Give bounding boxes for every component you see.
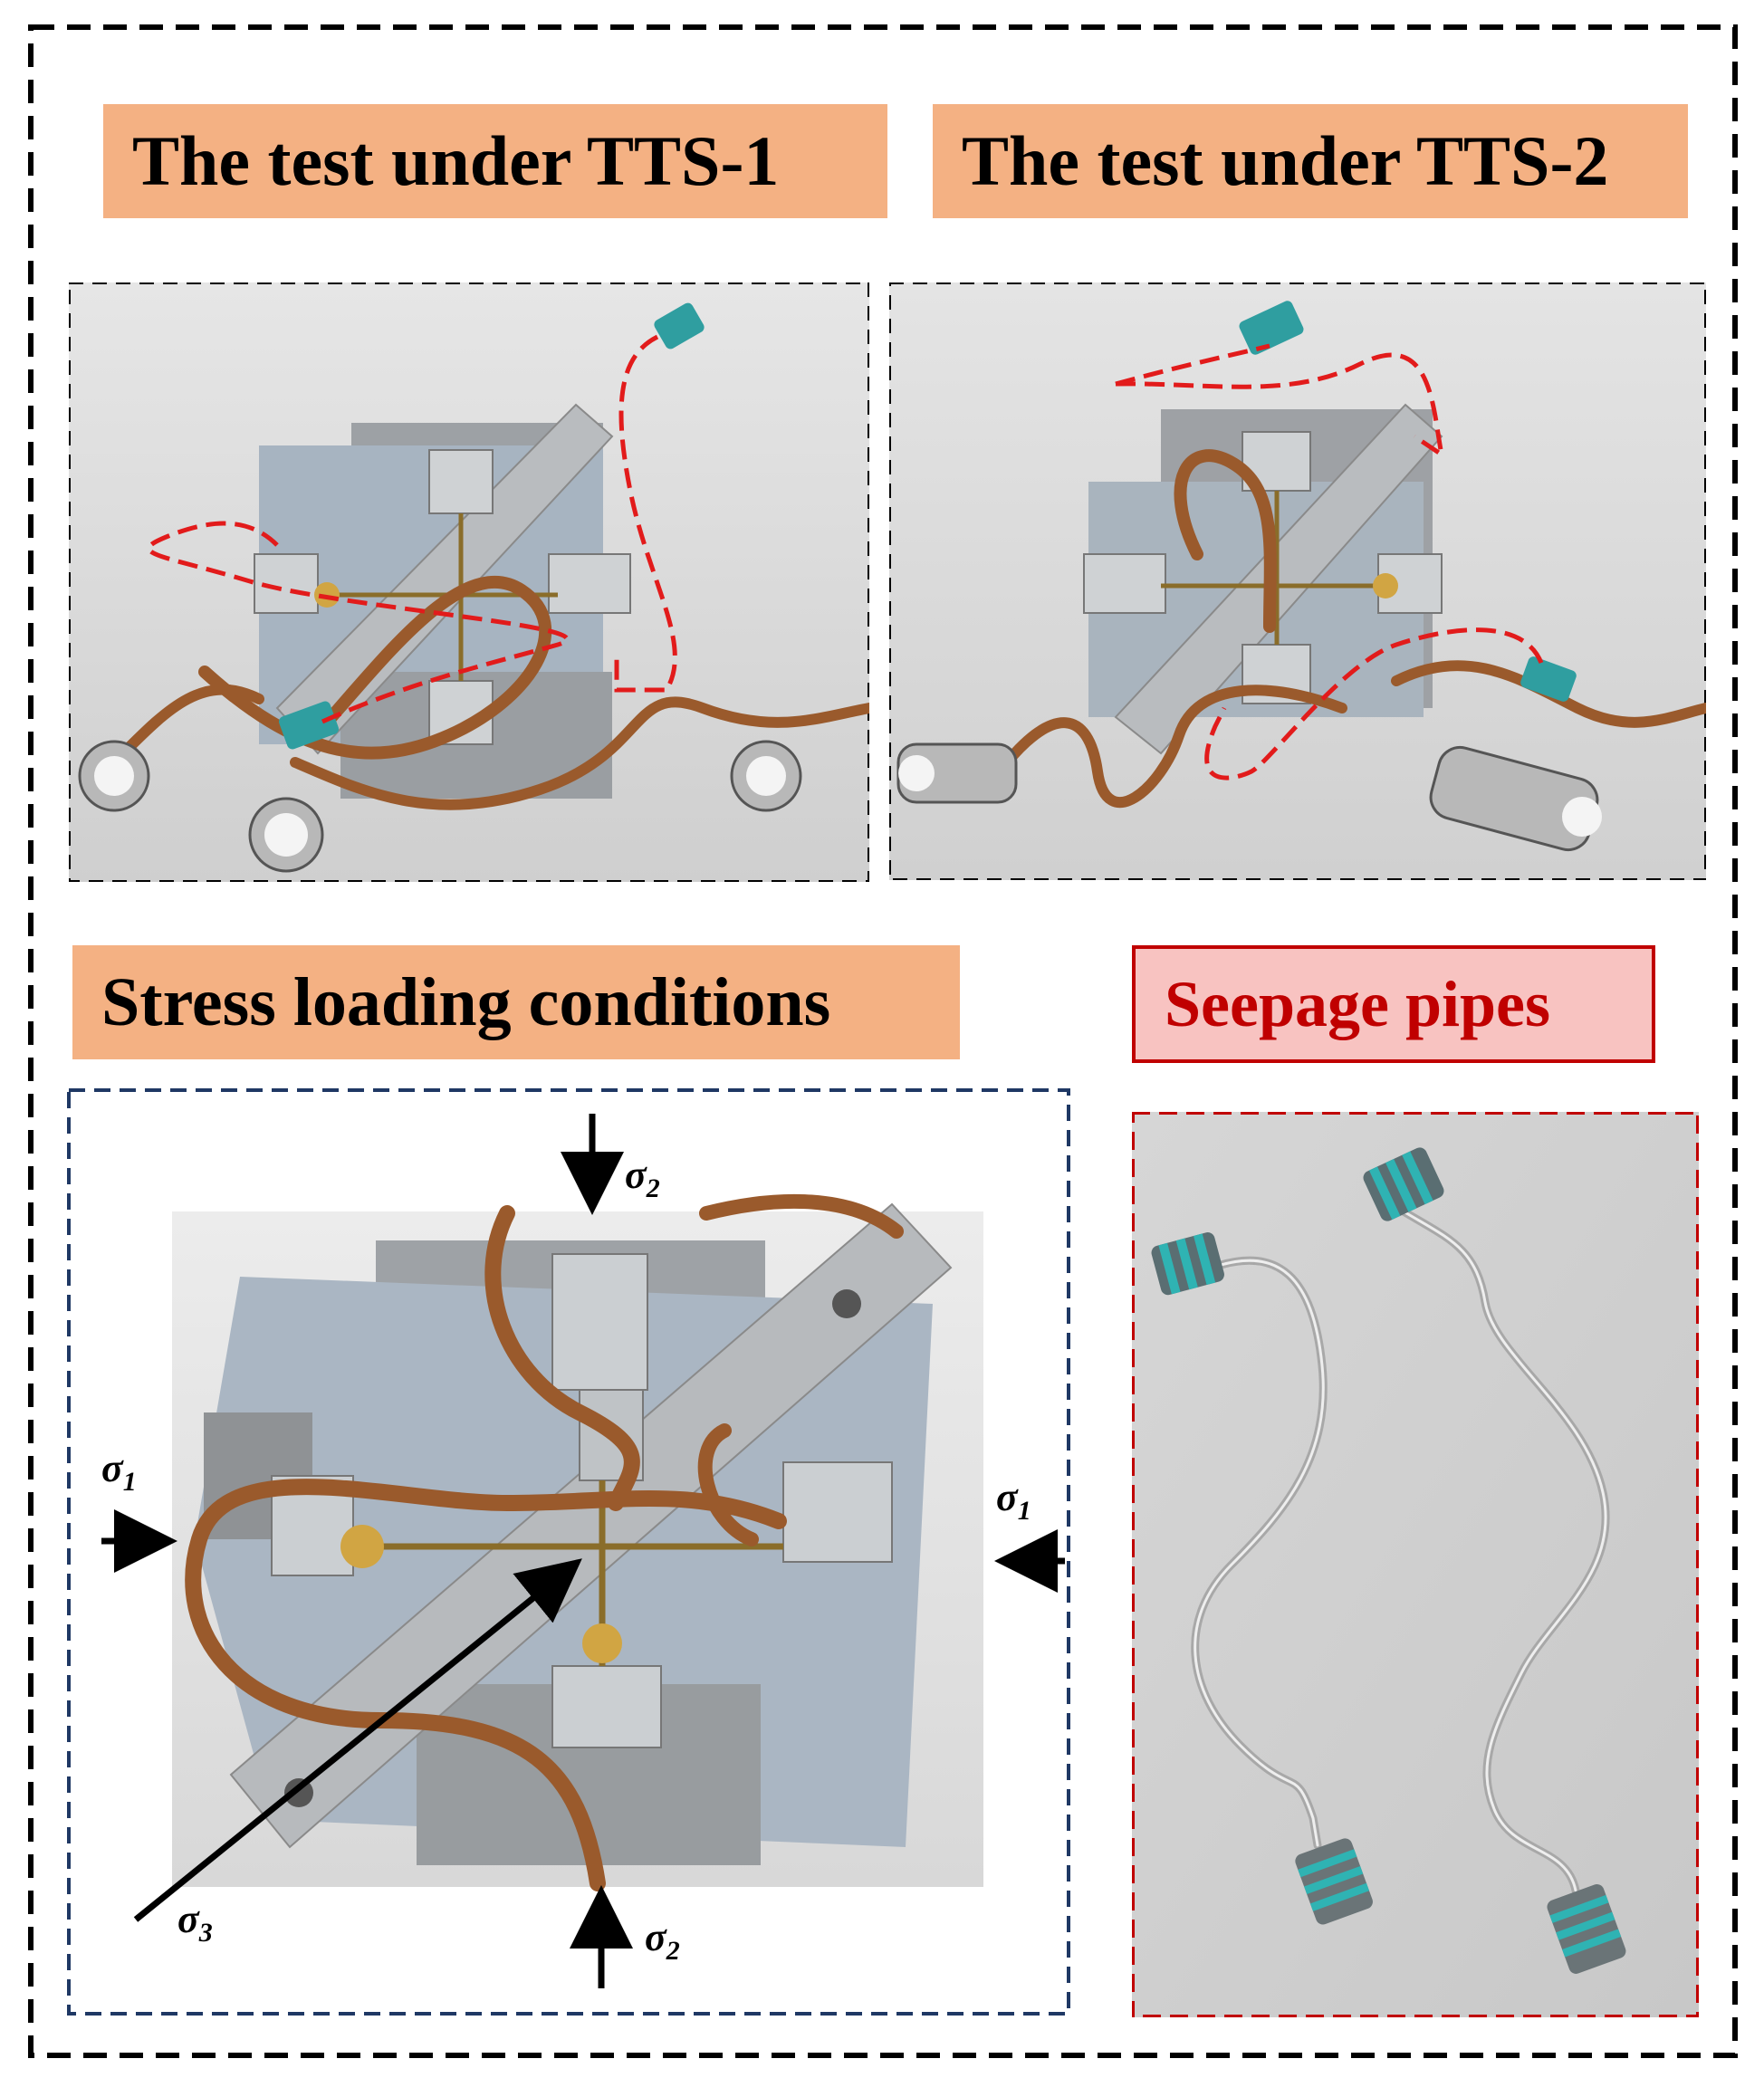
connector xyxy=(730,740,802,812)
clamp xyxy=(1083,553,1166,614)
clamp xyxy=(548,553,631,614)
sigma2-bottom-label: σ2 xyxy=(645,1915,680,1966)
connector xyxy=(248,797,324,873)
clamp xyxy=(428,449,494,514)
sigma1-right-label: σ1 xyxy=(996,1475,1031,1526)
tts2-label: The test under TTS-2 xyxy=(933,104,1688,218)
seepage-pipe-outline xyxy=(147,521,570,724)
seepage-pipe-outline xyxy=(1204,627,1544,780)
seepage-pipes-label: Seepage pipes xyxy=(1132,945,1655,1063)
seepage-pipes-photo xyxy=(1132,1112,1699,2017)
seepage-fitting xyxy=(1547,1884,1626,1974)
seepage-fitting xyxy=(1239,301,1304,355)
seepage-pipe-outline xyxy=(1115,343,1445,460)
seepage-fitting xyxy=(1363,1147,1444,1221)
seepage-pipe-outline xyxy=(614,334,677,693)
seepage-fitting xyxy=(279,701,339,750)
stress-loading-label: Stress loading conditions xyxy=(72,945,960,1059)
clamp xyxy=(1242,431,1311,492)
seepage-fitting xyxy=(1151,1232,1224,1296)
sigma3-label: σ3 xyxy=(177,1897,213,1948)
tts2-photo xyxy=(889,282,1706,880)
sigma2-top-label: σ2 xyxy=(625,1153,660,1203)
connector xyxy=(78,740,150,812)
seepage-fitting xyxy=(654,302,705,350)
stress-photo xyxy=(172,1193,983,1891)
connector xyxy=(1429,745,1602,852)
connector xyxy=(896,742,1018,804)
tts1-photo xyxy=(69,282,869,882)
sigma3-arrow xyxy=(133,1558,582,1922)
tts1-label: The test under TTS-1 xyxy=(103,104,887,218)
seepage-fitting xyxy=(1295,1838,1373,1925)
sigma1-left-label: σ1 xyxy=(101,1446,137,1497)
seepage-fitting xyxy=(1520,656,1577,702)
stress-dashed-frame xyxy=(67,1088,1070,2016)
